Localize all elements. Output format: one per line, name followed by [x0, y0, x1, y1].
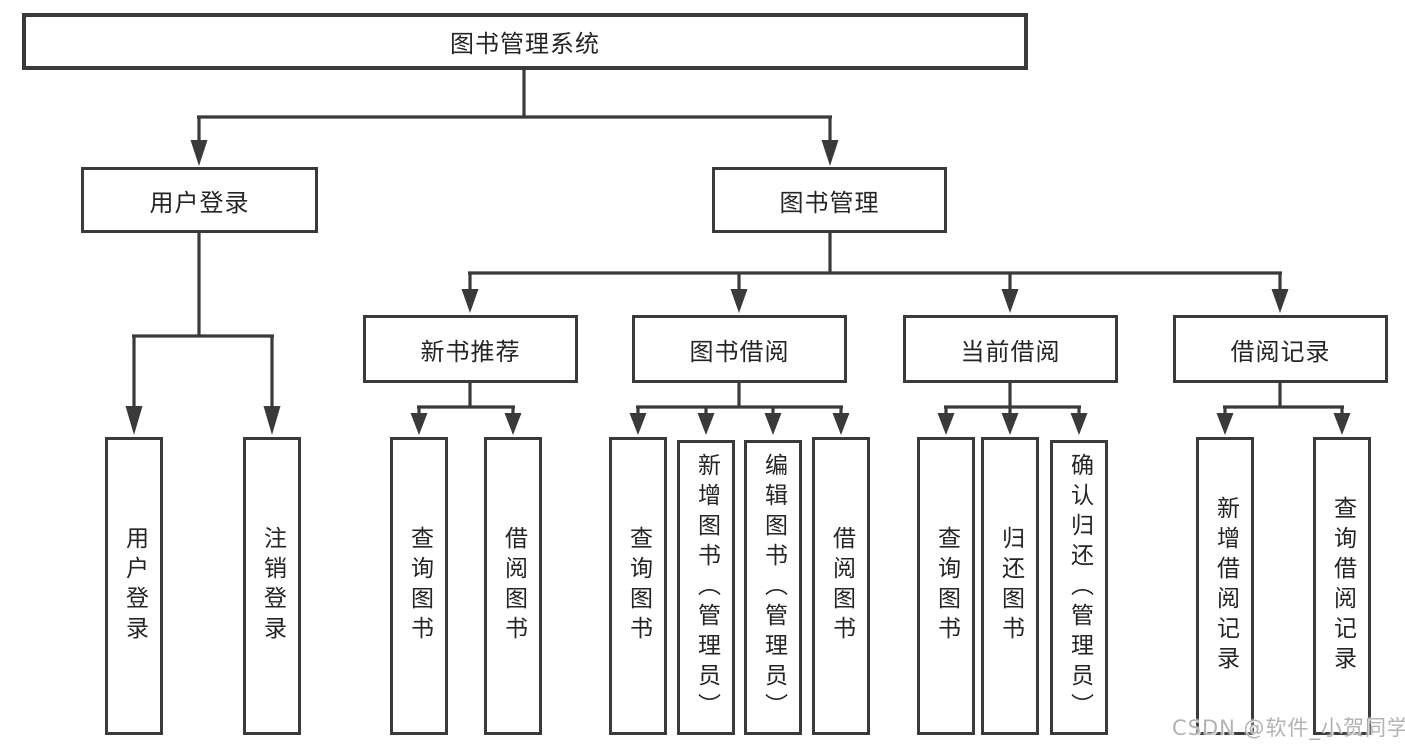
- node-user-login: 用户登录: [81, 167, 318, 233]
- leaf-return-books: 归还图书: [981, 437, 1039, 735]
- node-label: 查询借阅记录: [1329, 496, 1356, 676]
- csdn-watermark: CSDN @软件_小贺同学: [1172, 716, 1405, 740]
- node-library-management-system: 图书管理系统: [22, 13, 1028, 70]
- node-label: 确认归还（管理员）: [1066, 452, 1093, 723]
- node-label: 新增图书（管理员）: [693, 452, 720, 723]
- node-label: 图书借阅: [689, 337, 790, 366]
- arrow-down-icon: [1333, 413, 1351, 435]
- arrow-down-icon: [629, 413, 647, 435]
- arrow-down-icon: [461, 289, 479, 313]
- leaf-query-books-borrow: 查询图书: [609, 437, 667, 735]
- node-label: 归还图书: [997, 526, 1024, 646]
- node-label: 查询图书: [625, 526, 652, 646]
- arrow-down-icon: [1271, 289, 1289, 313]
- node-label: 用户登录: [121, 526, 148, 646]
- arrow-down-icon: [410, 413, 428, 435]
- leaf-add-books-admin: 新增图书（管理员）: [677, 440, 735, 735]
- node-label: 图书管理系统: [450, 30, 600, 58]
- leaf-query-books-recommend: 查询图书: [390, 437, 448, 735]
- arrow-down-icon: [697, 413, 715, 435]
- arrow-down-icon: [504, 413, 522, 435]
- node-label: 编辑图书（管理员）: [760, 452, 787, 723]
- node-label: 借阅图书: [500, 526, 527, 646]
- arrow-down-icon: [1216, 413, 1234, 435]
- leaf-borrow-books: 借阅图书: [812, 437, 870, 735]
- node-book-management: 图书管理: [712, 167, 947, 233]
- arrow-down-icon: [764, 413, 782, 435]
- leaf-add-borrow-record: 新增借阅记录: [1196, 437, 1254, 735]
- leaf-query-borrow-record: 查询借阅记录: [1313, 437, 1371, 735]
- node-label: 借阅记录: [1230, 337, 1331, 366]
- leaf-confirm-return-admin: 确认归还（管理员）: [1050, 440, 1108, 735]
- node-label: 查询图书: [406, 526, 433, 646]
- node-label: 查询图书: [933, 526, 960, 646]
- arrow-down-icon: [263, 406, 281, 435]
- leaf-edit-books-admin: 编辑图书（管理员）: [744, 440, 802, 735]
- leaf-user-login: 用户登录: [105, 437, 163, 735]
- node-current-borrowing: 当前借阅: [903, 315, 1118, 383]
- arrowheads: [125, 140, 1351, 435]
- node-label: 借阅图书: [828, 526, 855, 646]
- node-label: 新增借阅记录: [1212, 496, 1239, 676]
- arrow-down-icon: [125, 406, 143, 435]
- arrow-down-icon: [730, 289, 748, 313]
- arrow-down-icon: [1001, 289, 1019, 313]
- node-label: 图书管理: [779, 188, 880, 217]
- leaf-logout: 注销登录: [243, 437, 301, 735]
- node-label: 新书推荐: [420, 337, 521, 366]
- arrow-down-icon: [1070, 413, 1088, 435]
- node-borrowing-records: 借阅记录: [1173, 315, 1388, 383]
- node-label: 注销登录: [259, 526, 286, 646]
- arrow-down-icon: [832, 413, 850, 435]
- node-new-book-recommendation: 新书推荐: [363, 315, 578, 383]
- leaf-query-books-current: 查询图书: [917, 437, 975, 735]
- arrow-down-icon: [821, 140, 839, 166]
- arrow-down-icon: [1001, 413, 1019, 435]
- tree-edges: [132, 70, 1344, 416]
- arrow-down-icon: [937, 413, 955, 435]
- node-label: 当前借阅: [960, 337, 1061, 366]
- node-label: 用户登录: [149, 188, 250, 217]
- node-book-borrowing: 图书借阅: [632, 315, 847, 383]
- arrow-down-icon: [190, 140, 208, 166]
- leaf-borrow-books-recommend: 借阅图书: [484, 437, 542, 735]
